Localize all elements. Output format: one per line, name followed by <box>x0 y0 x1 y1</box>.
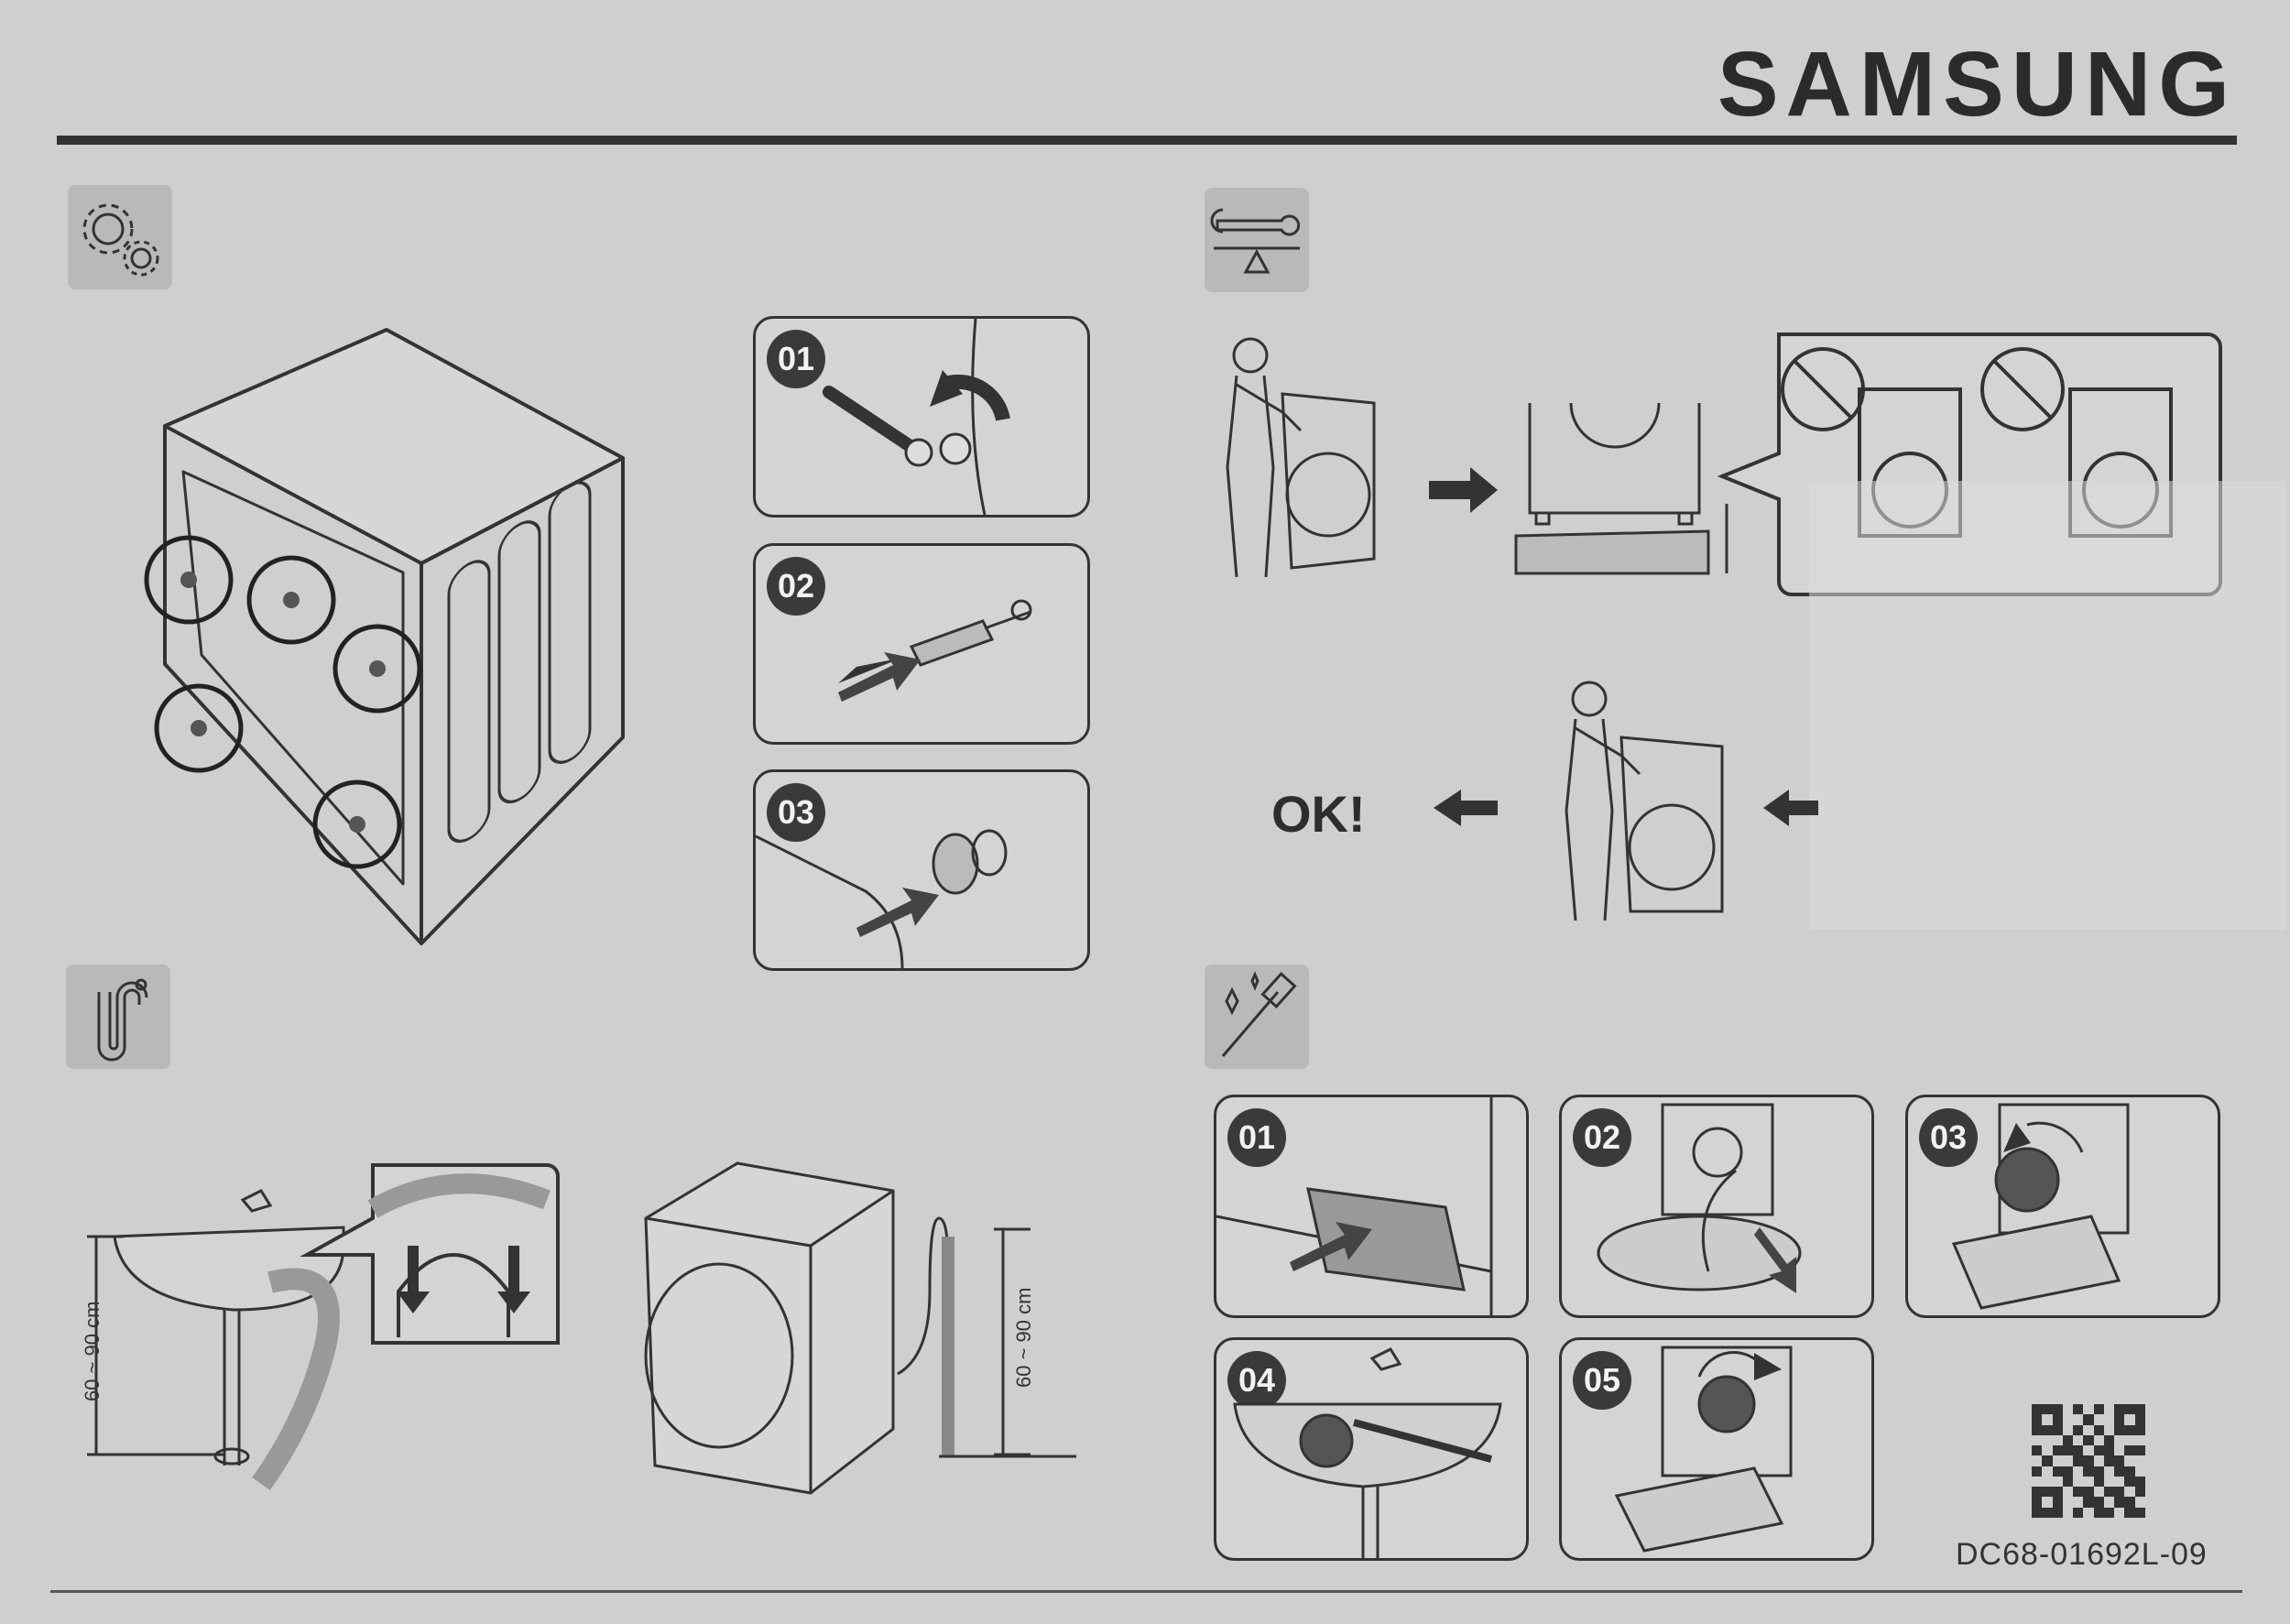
brand-logo: SAMSUNG <box>1717 33 2237 136</box>
step-number: 03 <box>1919 1108 1978 1167</box>
arrow-left-icon <box>1434 790 1498 826</box>
height-label-right: 60 ~ 90 cm <box>1012 1287 1035 1388</box>
filter-step-05: 05 <box>1559 1337 1874 1561</box>
arrow-left-icon <box>1763 790 1818 826</box>
wrench-level-icon <box>1205 188 1309 292</box>
drain-hose-icon <box>66 965 170 1069</box>
footer-divider <box>50 1590 2242 1593</box>
washer-tilted-floor-illustration <box>1514 402 1728 575</box>
washer-rear-illustration <box>144 328 625 945</box>
bolt-step-02: 02 <box>753 543 1090 745</box>
bolt-step-01: 01 <box>753 316 1090 518</box>
header-divider <box>57 136 2237 145</box>
person-lifting-illustration-2 <box>1565 681 1724 921</box>
qr-code <box>2032 1404 2145 1518</box>
gears-icon <box>68 185 172 289</box>
document-code: DC68-01692L-09 <box>1956 1537 2208 1572</box>
faded-overlay <box>1809 481 2285 930</box>
step-number: 01 <box>767 330 825 388</box>
washer-standpipe-illustration <box>644 1161 1076 1495</box>
person-lifting-illustration <box>1226 337 1376 578</box>
arrow-right-icon <box>1429 467 1498 513</box>
step-number: 05 <box>1573 1351 1631 1410</box>
filter-step-03: 03 <box>1905 1095 2220 1318</box>
bolt-step-03: 03 <box>753 769 1090 971</box>
step-number: 04 <box>1227 1351 1286 1410</box>
filter-step-04: 04 <box>1214 1337 1529 1561</box>
step-number: 03 <box>767 783 825 842</box>
hose-guide-callout <box>300 1163 560 1345</box>
sink-drain-illustration <box>87 1189 345 1490</box>
step-number: 01 <box>1227 1108 1286 1167</box>
height-label-left: 60 ~ 90 cm <box>81 1301 104 1401</box>
filter-step-01: 01 <box>1214 1095 1529 1318</box>
brush-sparkle-icon <box>1205 965 1309 1069</box>
step-number: 02 <box>767 557 825 616</box>
step-number: 02 <box>1573 1108 1631 1167</box>
leveling-ok-label: OK! <box>1271 785 1366 843</box>
filter-step-02: 02 <box>1559 1095 1874 1318</box>
